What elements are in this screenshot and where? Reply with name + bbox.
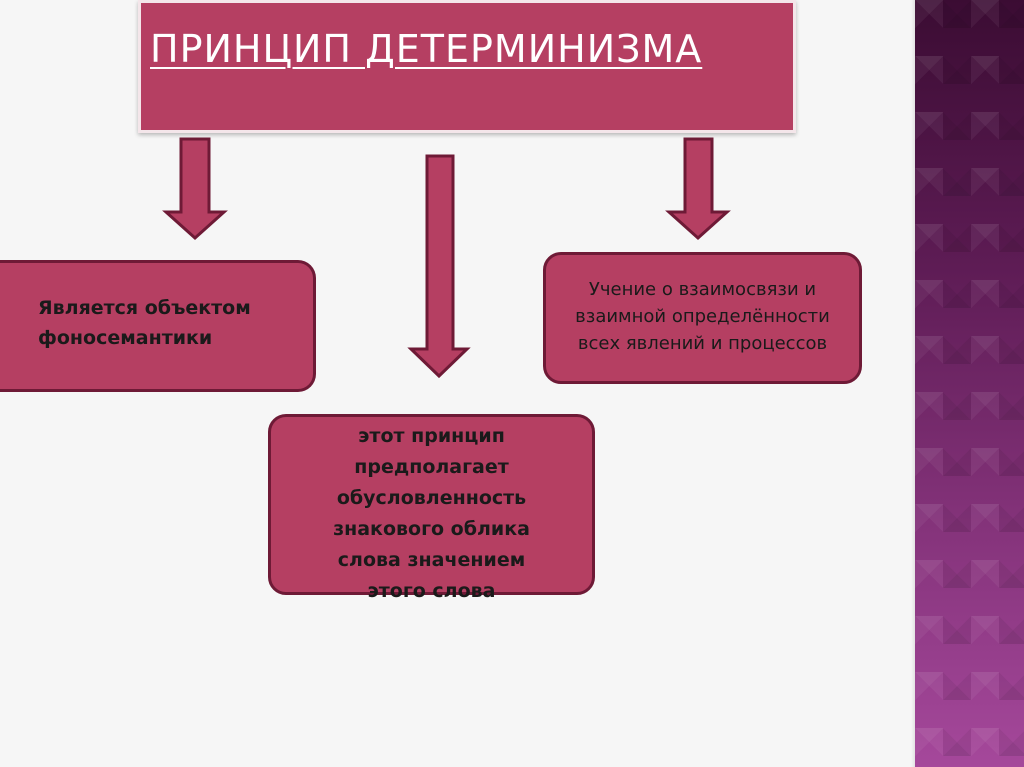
arrow-down-right [665, 137, 731, 241]
arrow-down-center [407, 154, 471, 379]
box-principle-explanation: этот принцип предполагает обусловленност… [268, 414, 595, 602]
box-right-text: Учение о взаимосвязи и взаимной определё… [575, 278, 830, 354]
box-phonosemantics-object: Является объектом фоносемантики [0, 260, 316, 392]
box-definition: Учение о взаимосвязи и взаимной определё… [543, 252, 862, 384]
slide-title: ПРИНЦИП ДЕТЕРМИНИЗМА [150, 27, 703, 71]
box-center-text: этот принцип предполагает обусловленност… [333, 425, 530, 602]
arrow-down-left [162, 137, 228, 241]
decorative-side-strip [911, 0, 1024, 767]
box-left-text: Является объектом фоносемантики [38, 297, 251, 349]
title-box: ПРИНЦИП ДЕТЕРМИНИЗМА [138, 0, 796, 133]
side-strip-pattern [915, 0, 1024, 767]
